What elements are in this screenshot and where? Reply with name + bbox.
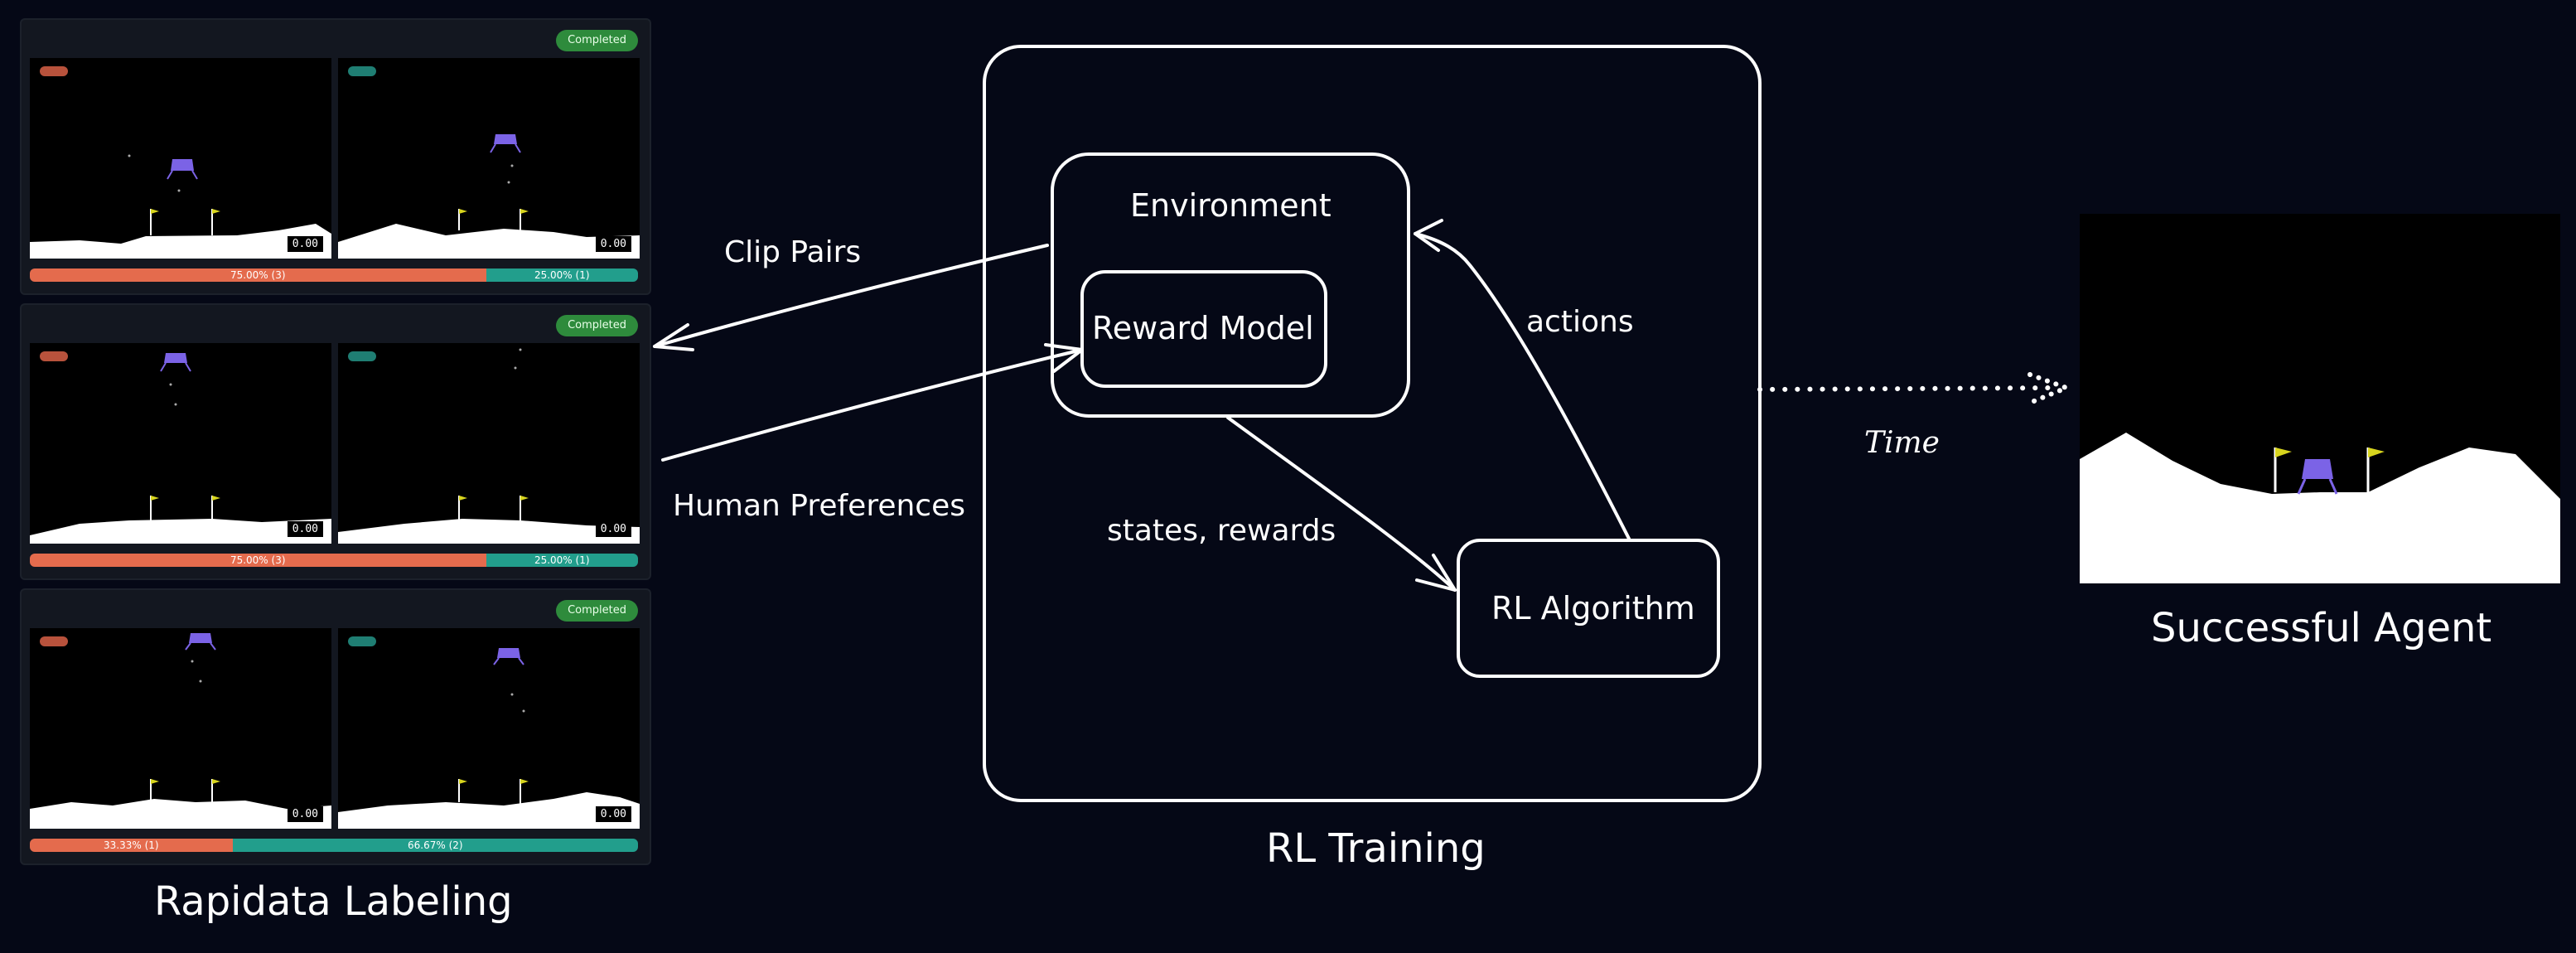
human-preferences-arrow (661, 348, 1084, 462)
environment-box (1051, 152, 1410, 418)
score-readout: 0.00 (287, 236, 323, 252)
clip-pairs-label: Clip Pairs (724, 235, 862, 269)
score-readout: 0.00 (595, 806, 631, 822)
reward-model-label: Reward Model (1092, 310, 1314, 346)
vote-share-bar: 75.00% (3) 25.00% (1) (30, 268, 638, 282)
status-badge: Completed (556, 600, 638, 622)
actions-arrowhead (1414, 219, 1443, 252)
states-rewards-arrow (1226, 416, 1457, 592)
environment-label: Environment (1130, 187, 1331, 224)
rank-pill (40, 66, 68, 76)
reward-model-box (1080, 270, 1327, 388)
comparison-panel-1: Completed 0.00 0.00 (20, 18, 651, 295)
time-arrowhead (2027, 372, 2069, 405)
time-arrow (1757, 385, 2057, 392)
status-badge: Completed (556, 315, 638, 336)
rl-algorithm-label: RL Algorithm (1491, 590, 1695, 626)
vote-share-bar: 75.00% (3) 25.00% (1) (30, 554, 638, 567)
rank-pill (348, 351, 376, 361)
score-readout: 0.00 (287, 521, 323, 537)
comparison-panel-2: Completed 0.00 0.00 75.00% (3) 25. (20, 303, 651, 580)
human-preferences-arrowhead (1044, 343, 1084, 373)
vote-share-bar: 33.33% (1) 66.67% (2) (30, 839, 638, 852)
rl-training-box (983, 45, 1762, 802)
labeling-title: Rapidata Labeling (154, 878, 513, 925)
score-readout: 0.00 (287, 806, 323, 822)
clip-right[interactable]: 0.00 (338, 58, 640, 259)
vote-share-right: 66.67% (2) (232, 839, 638, 852)
human-preferences-label: Human Preferences (673, 489, 966, 523)
rank-pill (40, 351, 68, 361)
vote-share-right: 25.00% (1) (486, 268, 638, 282)
clip-pairs-arrowhead (653, 323, 694, 351)
time-label: Time (1864, 426, 1940, 460)
clip-left[interactable]: 0.00 (30, 343, 331, 544)
actions-label: actions (1526, 305, 1634, 339)
rl-algorithm-box (1457, 539, 1720, 678)
clip-pairs-arrow (653, 244, 1049, 348)
states-rewards-label: states, rewards (1107, 514, 1336, 548)
score-readout: 0.00 (595, 236, 631, 252)
actions-arrow (1414, 232, 1631, 540)
rank-pill (348, 636, 376, 646)
status-badge: Completed (556, 30, 638, 51)
vote-share-right: 25.00% (1) (486, 554, 638, 567)
vote-share-left: 75.00% (3) (30, 554, 486, 567)
vote-share-left: 33.33% (1) (30, 839, 233, 852)
clip-right[interactable]: 0.00 (338, 343, 640, 544)
states-rewards-arrowhead (1415, 554, 1457, 592)
comparison-panel-3: Completed 0.00 0.00 (20, 588, 651, 865)
vote-share-left: 75.00% (3) (30, 268, 486, 282)
clip-right[interactable]: 0.00 (338, 628, 640, 829)
successful-agent-title: Successful Agent (2151, 605, 2492, 651)
clip-left[interactable]: 0.00 (30, 58, 331, 259)
rank-pill (348, 66, 376, 76)
rank-pill (40, 636, 68, 646)
clip-left[interactable]: 0.00 (30, 628, 331, 829)
rl-training-title: RL Training (1266, 825, 1486, 872)
score-readout: 0.00 (595, 521, 631, 537)
agent-environment-view (2080, 214, 2560, 583)
